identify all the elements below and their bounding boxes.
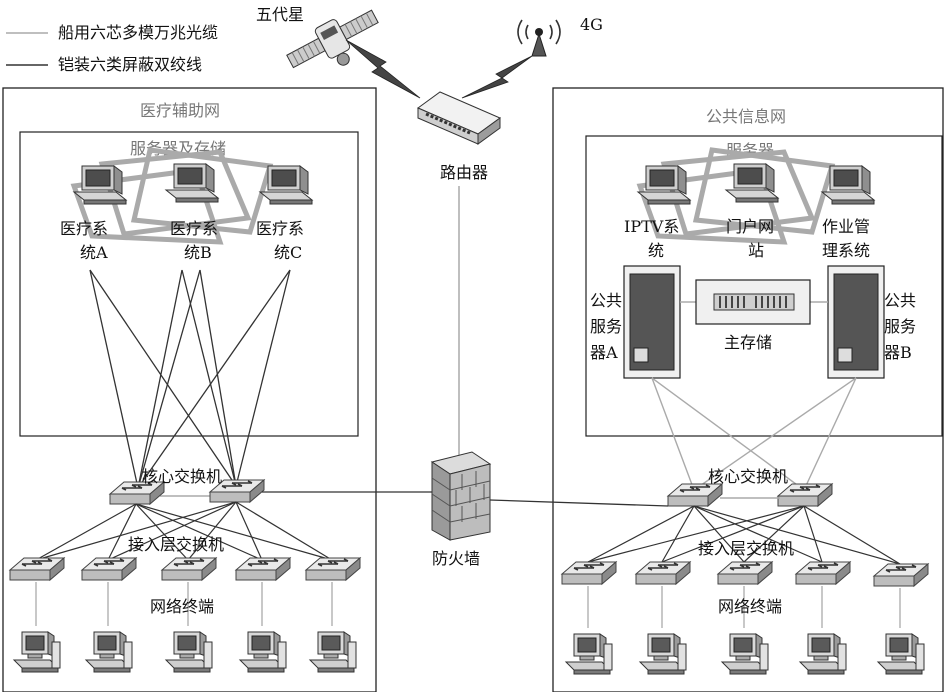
medical-server-3-icon: [259, 165, 313, 205]
legend-fiber-label: 船用六芯多模万兆光缆: [58, 23, 218, 42]
medical-network-frame: [2, 87, 377, 692]
public-server-2-icon: [725, 163, 779, 203]
public-server-1-icon: [637, 165, 691, 205]
public-core-switch-1-icon: [667, 483, 723, 507]
medical-core-switch-label: 核心交换机: [142, 467, 222, 486]
public-server-ops-label-1: 作业管: [822, 217, 870, 236]
medical-server-fiber-loops: [70, 147, 274, 245]
medical-terminal-4-icon: [239, 631, 287, 673]
cellular-tower-icon: [517, 19, 561, 57]
public-server-b-rack-icon: [827, 265, 885, 379]
public-access-switch-5-icon: [873, 563, 929, 587]
public-access-switch-2-icon: [635, 561, 691, 585]
public-access-switch-1-icon: [561, 561, 617, 585]
public-network-title: 公共信息网: [706, 107, 786, 126]
firewall-public-core-link: [489, 499, 669, 507]
public-server-a-label-2: 服务: [590, 317, 622, 336]
public-terminals-label: 网络终端: [718, 597, 782, 616]
main-storage-icon: [695, 279, 811, 325]
public-rack-core-links: [651, 377, 857, 491]
public-terminal-1-icon: [565, 633, 613, 675]
firewall-icon: [430, 451, 492, 541]
legend: 船用六芯多模万兆光缆 铠装六类屏蔽双绞线: [6, 23, 218, 74]
medical-access-switch-label: 接入层交换机: [128, 535, 224, 554]
medical-access-switch-4-icon: [235, 557, 291, 581]
public-terminal-4-icon: [799, 633, 847, 675]
public-core-access-links: [587, 505, 901, 565]
public-access-switch-3-icon: [717, 561, 773, 585]
medical-access-switch-1-icon: [9, 557, 65, 581]
satellite-icon: [286, 9, 379, 69]
medical-server-c-label-2: 统C: [274, 243, 302, 262]
medical-terminal-3-icon: [165, 631, 213, 673]
firewall-label: 防火墙: [432, 549, 480, 568]
medical-access-switch-3-icon: [161, 557, 217, 581]
public-terminal-5-icon: [877, 633, 925, 675]
public-server-a-label-3: 器A: [590, 343, 618, 362]
legend-cable-label: 铠装六类屏蔽双绞线: [58, 55, 202, 74]
cellular-link: [461, 55, 533, 99]
medical-terminal-5-icon: [309, 631, 357, 673]
public-core-switch-label: 核心交换机: [708, 467, 788, 486]
public-server-ops-label-2: 理系统: [822, 241, 870, 260]
medical-access-switch-2-icon: [81, 557, 137, 581]
public-server-3-icon: [821, 165, 875, 205]
public-server-b-label-2: 服务: [884, 317, 916, 336]
medical-server-a-label-2: 统A: [80, 243, 108, 262]
public-network-frame: [552, 87, 944, 692]
public-server-b-label-3: 器B: [884, 343, 912, 362]
public-server-fiber-loops: [636, 147, 836, 245]
medical-server-b-label-1: 医疗系: [170, 219, 218, 238]
medical-core-access-links: [35, 501, 333, 561]
medical-server-c-label-1: 医疗系: [256, 219, 304, 238]
public-core-switch-2-icon: [777, 483, 833, 507]
medical-access-switch-5-icon: [305, 557, 361, 581]
medical-terminals-label: 网络终端: [150, 597, 214, 616]
main-storage-label: 主存储: [724, 333, 772, 352]
public-server-a-label-1: 公共: [590, 291, 622, 310]
satellite-link: [345, 39, 421, 99]
public-access-switch-4-icon: [795, 561, 851, 585]
public-server-iptv-label-1: IPTV系: [624, 217, 679, 236]
medical-server-core-links: [89, 269, 291, 489]
medical-server-1-icon: [73, 165, 127, 205]
medical-server-b-label-2: 统B: [184, 243, 212, 262]
medical-server-2-icon: [165, 163, 219, 203]
public-server-group-frame: [585, 135, 943, 437]
public-terminal-2-icon: [639, 633, 687, 675]
satellite-label: 五代星: [256, 5, 304, 24]
public-access-terminal-links: [587, 586, 901, 628]
router-label: 路由器: [440, 163, 488, 182]
router-icon: [416, 91, 502, 145]
public-server-a-rack-icon: [623, 265, 681, 379]
medical-terminal-1-icon: [13, 631, 61, 673]
medical-access-terminal-links: [35, 582, 333, 626]
public-server-portal-label-2: 站: [748, 241, 764, 260]
public-server-portal-label-1: 门户网: [726, 217, 774, 236]
medical-network-title: 医疗辅助网: [140, 101, 220, 120]
medical-server-group-frame: [19, 131, 359, 437]
public-server-b-label-1: 公共: [884, 291, 916, 310]
public-server-iptv-label-2: 统: [648, 241, 664, 260]
medical-terminal-2-icon: [85, 631, 133, 673]
public-access-switch-label: 接入层交换机: [698, 539, 794, 558]
medical-server-a-label-1: 医疗系: [60, 219, 108, 238]
public-terminal-3-icon: [721, 633, 769, 675]
cellular-label: 4G: [580, 15, 603, 34]
